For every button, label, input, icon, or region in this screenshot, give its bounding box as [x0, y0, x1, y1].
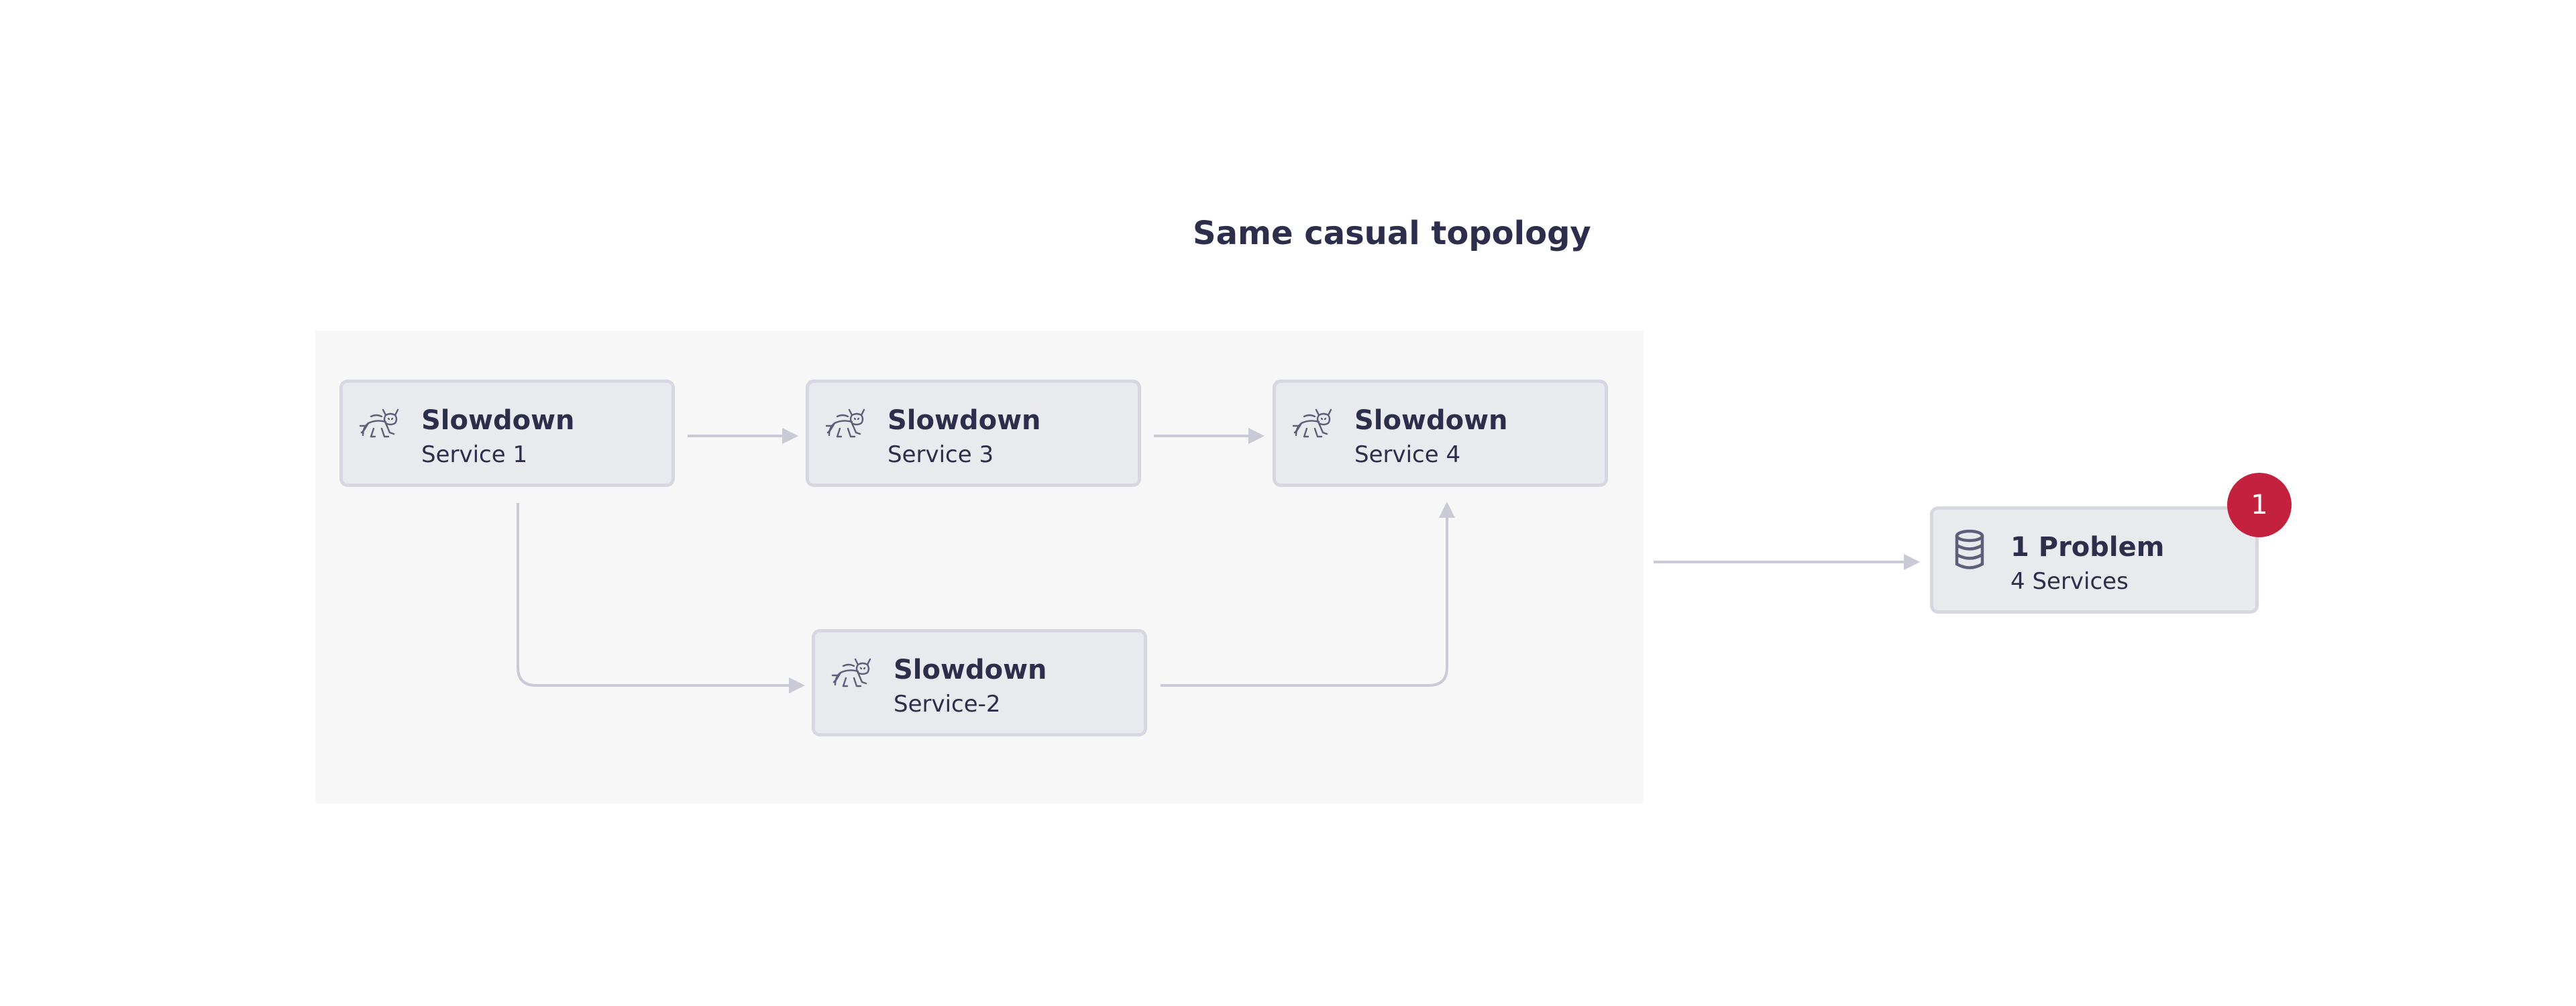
node-subtitle: Service 4	[1354, 441, 1461, 468]
problem-count-badge: 1	[2227, 473, 2292, 537]
node-subtitle: Service 3	[888, 441, 994, 468]
node-problem[interactable]: 1 Problem 4 Services	[1930, 506, 2259, 614]
diagram-title: Same casual topology	[1193, 215, 1591, 252]
node-service-2[interactable]: Slowdown Service-2	[812, 629, 1147, 736]
node-service-3[interactable]: Slowdown Service 3	[806, 380, 1141, 487]
tomcat-icon	[825, 406, 867, 441]
tomcat-icon	[1292, 406, 1334, 441]
problem-subtitle: 4 Services	[2010, 568, 2129, 595]
node-title: Slowdown	[888, 405, 1041, 436]
node-subtitle: Service 1	[421, 441, 528, 468]
node-service-4[interactable]: Slowdown Service 4	[1273, 380, 1608, 487]
node-title: Slowdown	[894, 655, 1047, 685]
node-subtitle: Service-2	[894, 691, 1001, 718]
tomcat-icon	[831, 655, 873, 690]
database-icon	[1953, 528, 1986, 571]
problem-title: 1 Problem	[2010, 532, 2165, 563]
node-title: Slowdown	[1354, 405, 1508, 436]
tomcat-icon	[359, 406, 400, 441]
node-service-1[interactable]: Slowdown Service 1	[339, 380, 675, 487]
node-title: Slowdown	[421, 405, 575, 436]
arrowhead-problem	[1904, 554, 1920, 570]
